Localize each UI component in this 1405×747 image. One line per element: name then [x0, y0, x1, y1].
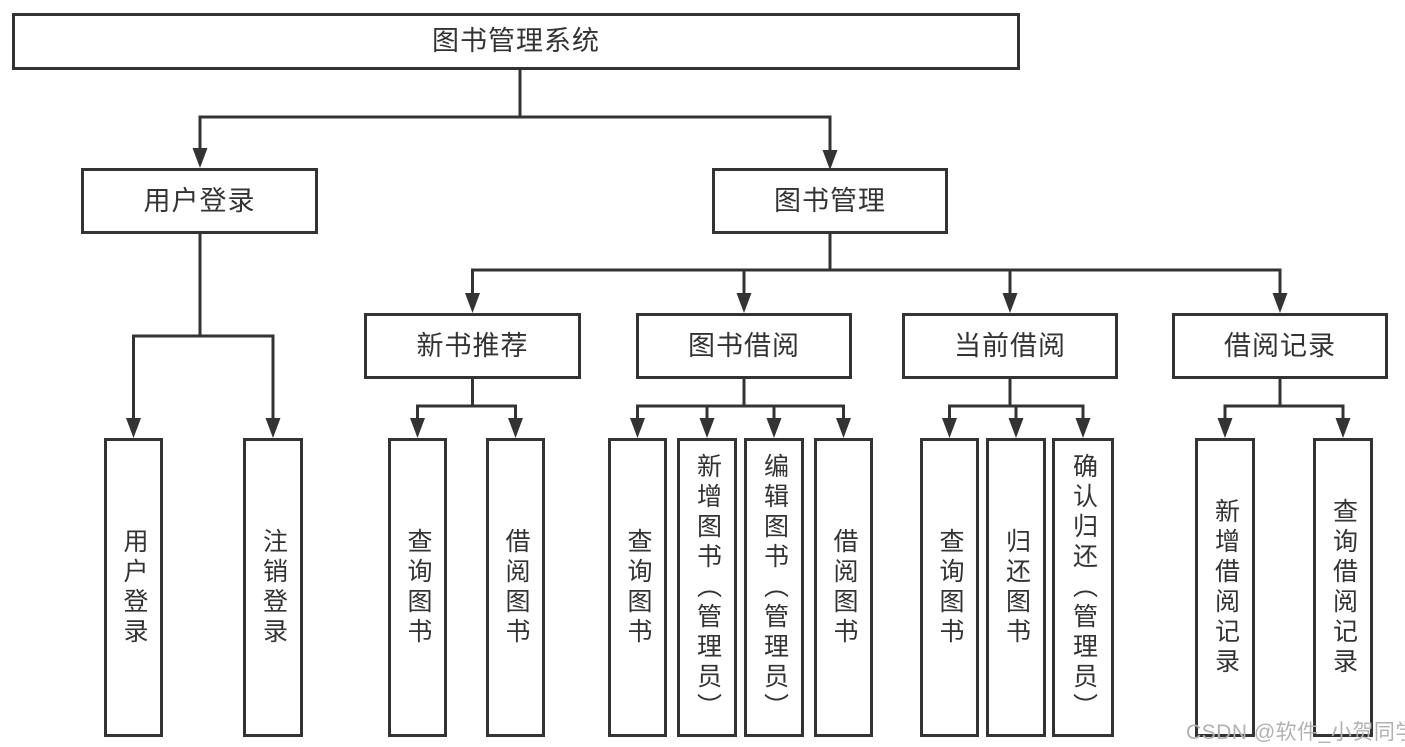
leaf-record-add: 新增借阅记录	[1195, 438, 1255, 737]
csdn-watermark: CSDN @软件_小贺同学	[1186, 721, 1405, 744]
leaf-newbook-query: 查询图书	[388, 438, 447, 737]
leaf-logout: 注销登录	[243, 438, 303, 737]
node-label: 用户登录	[120, 527, 148, 648]
node-root-system: 图书管理系统	[12, 13, 1020, 70]
leaf-record-query: 查询借阅记录	[1313, 438, 1373, 737]
node-label: 归还图书	[1002, 527, 1031, 648]
connector-path	[132, 70, 1345, 422]
node-label: 查询图书	[936, 527, 964, 648]
node-label: 查询图书	[624, 527, 652, 648]
node-label: 借阅记录	[1224, 330, 1336, 361]
leaf-current-return: 归还图书	[986, 438, 1046, 737]
arrowheads	[126, 148, 1351, 438]
leaf-borrow-add-admin: 新增图书（管理员）	[677, 438, 737, 737]
node-book-management: 图书管理	[712, 168, 948, 234]
node-user-login: 用户登录	[81, 168, 318, 234]
node-book-borrow: 图书借阅	[636, 313, 852, 379]
node-label: 新增借阅记录	[1211, 497, 1240, 678]
node-label: 借阅图书	[502, 527, 530, 648]
node-label: 图书管理	[774, 185, 886, 216]
node-label: 新增图书（管理员）	[693, 452, 722, 723]
leaf-borrow-query: 查询图书	[608, 438, 667, 737]
leaf-current-query: 查询图书	[920, 438, 979, 737]
leaf-user-login: 用户登录	[104, 438, 163, 737]
node-label: 查询图书	[404, 527, 432, 648]
node-label: 确认归还（管理员）	[1069, 452, 1098, 723]
node-label: 注销登录	[259, 527, 288, 648]
node-new-book-recommend: 新书推荐	[364, 313, 581, 379]
leaf-current-confirm-admin: 确认归还（管理员）	[1052, 438, 1114, 737]
leaf-borrow-edit-admin: 编辑图书（管理员）	[744, 438, 804, 737]
leaf-newbook-borrow: 借阅图书	[486, 438, 545, 737]
node-label: 借阅图书	[830, 527, 858, 648]
leaf-borrow-borrow: 借阅图书	[814, 438, 873, 737]
node-label: 用户登录	[143, 185, 256, 216]
node-borrow-record: 借阅记录	[1172, 313, 1388, 379]
node-label: 新书推荐	[416, 330, 529, 361]
node-label: 图书管理系统	[432, 26, 600, 56]
node-current-borrow: 当前借阅	[902, 313, 1118, 379]
node-label: 查询借阅记录	[1329, 497, 1358, 678]
node-label: 当前借阅	[954, 330, 1066, 361]
node-label: 图书借阅	[688, 330, 800, 361]
node-label: 编辑图书（管理员）	[760, 452, 789, 723]
